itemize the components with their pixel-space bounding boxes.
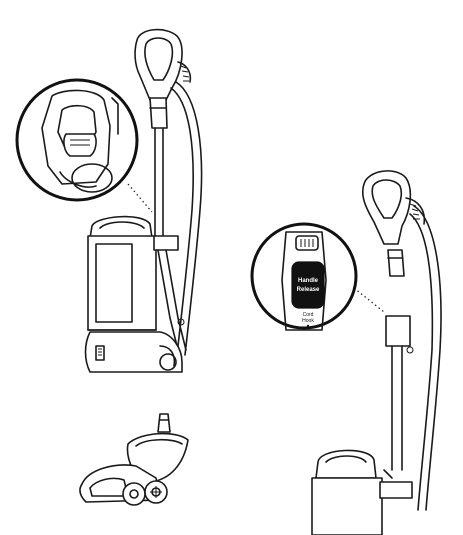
handle-release-label-line2: Release xyxy=(297,287,320,293)
pod-nozzle xyxy=(79,413,189,506)
handle-release-button xyxy=(291,261,325,309)
callout-right: Handle Release Cord Hook xyxy=(250,222,358,331)
cord-hook-label-line2: Hook xyxy=(302,318,314,324)
cord-hook-dot xyxy=(306,324,310,328)
callout-left xyxy=(15,78,139,202)
handle-release-label-line1: Handle xyxy=(298,278,319,284)
vacuum-right xyxy=(311,170,442,535)
cord-hook-label-line1: Cord xyxy=(303,312,314,318)
vacuum-upright-left xyxy=(84,28,203,373)
